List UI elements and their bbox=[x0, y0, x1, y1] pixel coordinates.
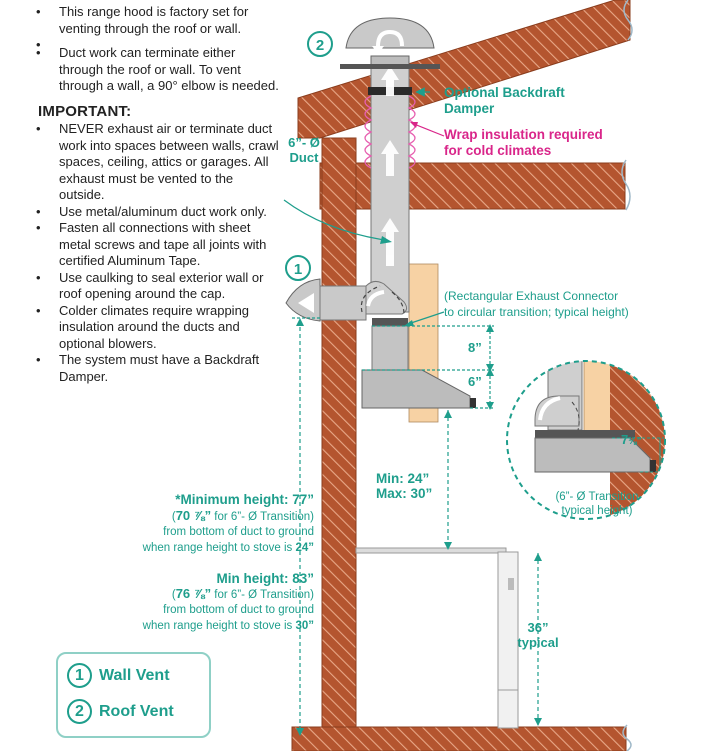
dim-7-label: 7⅛” bbox=[621, 432, 642, 447]
floor-break-line bbox=[622, 724, 632, 751]
min-height-77-suffix: for 6”- Ø Transition) bbox=[211, 511, 314, 523]
range-min-label: Min: 24” bbox=[376, 471, 429, 486]
backdraft-label-line2: Damper bbox=[444, 101, 495, 116]
min-height-77-line4: when range height to stove is 24” bbox=[142, 542, 314, 554]
legend-roof-vent: 2 Roof Vent bbox=[67, 699, 174, 724]
legend-wall-vent-label: Wall Vent bbox=[99, 666, 170, 684]
ceiling bbox=[319, 162, 626, 210]
range-max-label: Max: 30” bbox=[376, 486, 432, 501]
ceiling-break-line bbox=[621, 159, 631, 211]
important-item: Fasten all connections with sheet metal … bbox=[34, 220, 282, 270]
wall bbox=[321, 137, 357, 737]
intro-list: This range hood is factory set for venti… bbox=[34, 4, 282, 95]
min-height-83-value: 76 ⅞” bbox=[176, 586, 211, 601]
typical-height-label: typical bbox=[517, 635, 558, 650]
insulation-pointer bbox=[413, 123, 445, 137]
duct-size-label-line2: Duct bbox=[290, 150, 320, 165]
legend-roof-vent-number: 2 bbox=[67, 699, 92, 724]
min-height-83-block: Min height: 83” (76 ⅞” for 6”- Ø Transit… bbox=[142, 571, 315, 632]
range-hood bbox=[361, 318, 476, 409]
legend-wall-vent-number: 1 bbox=[67, 663, 92, 688]
min-height-77-line3: from bottom of duct to ground bbox=[163, 526, 314, 538]
connector-note-line1: (Rectangular Exhaust Connector bbox=[444, 289, 618, 303]
min-height-77-title: *Minimum height: 77” bbox=[175, 492, 314, 507]
stove bbox=[355, 547, 519, 729]
transition-note-line2: typical height) bbox=[562, 505, 633, 517]
wall-vent-marker: 1 bbox=[285, 255, 311, 281]
min-height-77-line4-value: 24” bbox=[295, 542, 314, 554]
min-height-83-suffix: for 6”- Ø Transition) bbox=[211, 589, 314, 601]
wall-vent-number: 1 bbox=[294, 261, 302, 278]
dim-6-label: 6” bbox=[468, 374, 482, 389]
min-height-77-line4-text: when range height to stove is bbox=[142, 542, 296, 554]
typical-height-value: 36” bbox=[528, 620, 549, 635]
insulation-label-line1: Wrap insulation required bbox=[444, 127, 603, 142]
wall-cap-and-elbow bbox=[285, 278, 408, 322]
min-height-83-line4-text: when range height to stove is bbox=[142, 620, 296, 632]
dim-7-fraction: ⅛” bbox=[628, 436, 641, 447]
insulation-pointer-head bbox=[410, 122, 418, 128]
important-heading: IMPORTANT: bbox=[38, 102, 132, 120]
roof-break-line bbox=[623, 0, 633, 41]
important-item: Use metal/aluminum duct work only. bbox=[34, 204, 282, 221]
installation-notes: This range hood is factory set for venti… bbox=[34, 4, 282, 385]
min-height-77-value-line: (70 ⅞” for 6”- Ø Transition) bbox=[172, 508, 314, 523]
list-gap bbox=[34, 37, 282, 54]
connector-note-line2: to circular transition; typical height) bbox=[444, 305, 629, 319]
roof-vent-marker: 2 bbox=[307, 31, 333, 57]
duct-size-label-line1: 6”- Ø bbox=[288, 135, 320, 150]
important-item: NEVER exhaust air or terminate duct work… bbox=[34, 121, 282, 204]
insulation-wrap bbox=[364, 95, 416, 169]
min-height-83-line3: from bottom of duct to ground bbox=[163, 604, 314, 616]
intro-item: This range hood is factory set for venti… bbox=[34, 4, 282, 37]
transition-note-line1: (6”- Ø Transition bbox=[555, 491, 638, 503]
roof-vent-number: 2 bbox=[316, 37, 324, 54]
important-item: Use caulking to seal exterior wall or ro… bbox=[34, 270, 282, 303]
intro-item: Duct work can terminate either through t… bbox=[34, 45, 282, 95]
min-height-77-value: 70 ⅞” bbox=[176, 508, 211, 523]
roof-cap bbox=[340, 17, 440, 69]
legend-roof-vent-label: Roof Vent bbox=[99, 702, 174, 720]
important-item: The system must have a Backdraft Damper. bbox=[34, 352, 282, 385]
min-height-77-block: *Minimum height: 77” (70 ⅞” for 6”- Ø Tr… bbox=[142, 492, 315, 554]
insulation-label-line2: for cold climates bbox=[444, 143, 551, 158]
legend-wall-vent: 1 Wall Vent bbox=[67, 663, 170, 688]
backdraft-label-line1: Optional Backdraft bbox=[444, 85, 565, 100]
dim-7-main: 7 bbox=[621, 432, 628, 447]
floor bbox=[291, 726, 627, 751]
dimension-lines bbox=[283, 87, 542, 736]
min-height-83-title: Min height: 83” bbox=[217, 571, 315, 586]
important-item: Colder climates require wrapping insulat… bbox=[34, 303, 282, 353]
transition-detail-inset: 7⅛” (6”- Ø Transition typical height) bbox=[506, 360, 666, 520]
vent-type-legend: 1 Wall Vent 2 Roof Vent bbox=[56, 652, 211, 738]
dim-8-label: 8” bbox=[468, 340, 482, 355]
min-height-83-line4: when range height to stove is 30” bbox=[142, 620, 314, 632]
important-list: NEVER exhaust air or terminate duct work… bbox=[34, 121, 282, 385]
min-height-83-value-line: (76 ⅞” for 6”- Ø Transition) bbox=[172, 586, 314, 601]
min-height-83-line4-value: 30” bbox=[295, 620, 314, 632]
vertical-duct bbox=[370, 57, 410, 313]
